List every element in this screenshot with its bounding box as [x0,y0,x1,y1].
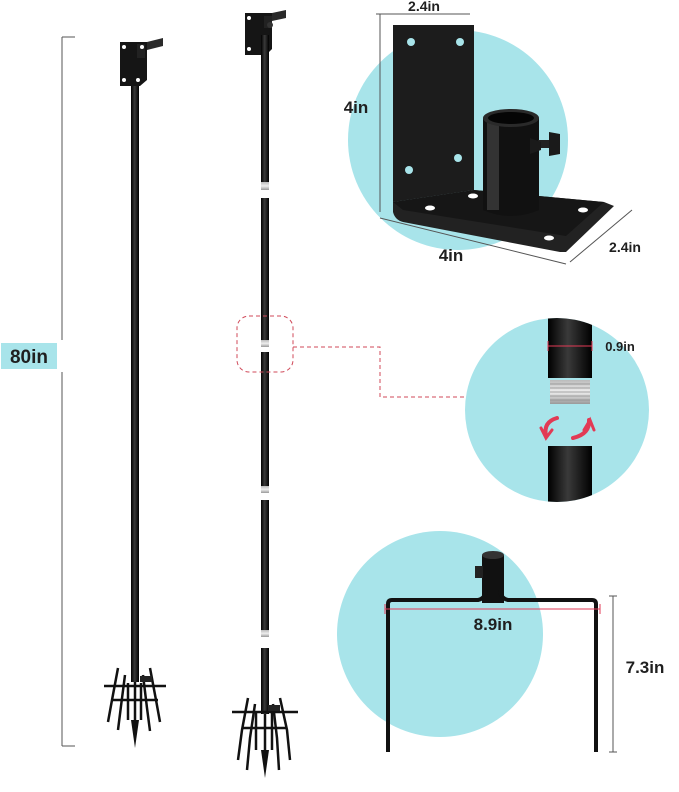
pole-segment-1 [261,35,269,182]
assembled-pole [104,38,166,748]
pole-diameter-label: 0.9in [605,339,635,354]
bracket-height-label: 4in [344,98,369,117]
overall-height-dimension: 80in [1,36,75,747]
pole-segment-5 [261,648,269,714]
rotate-arrows-icon [539,416,596,441]
overall-height-label: 80in [10,347,48,368]
assembled-pole-stake [104,667,166,738]
joint-highlight [236,315,467,398]
bracket-detail: 2.4in 4in 4in 2.4in [344,0,641,265]
pole-joint-circle [465,318,649,502]
disassembled-pole [232,10,298,778]
stake-width-label: 8.9in [474,615,513,634]
pole-segment-2 [261,198,269,340]
pole-segment-4 [261,500,269,630]
stake-detail: 8.9in 7.3in [337,531,665,753]
stake-detail-circle [337,531,543,737]
pole-joint-detail: 0.9in [465,318,649,502]
pole-segment-3 [261,352,269,486]
bracket-top-width-label: 2.4in [408,0,440,14]
disassembled-pole-stake [232,697,298,771]
assembled-pole-bracket [120,38,163,86]
overall-height-label-bg [1,343,57,369]
stake-height-label: 7.3in [626,658,665,677]
bracket-base-depth-label: 2.4in [609,239,641,255]
bracket-base-length-label: 4in [439,246,464,265]
